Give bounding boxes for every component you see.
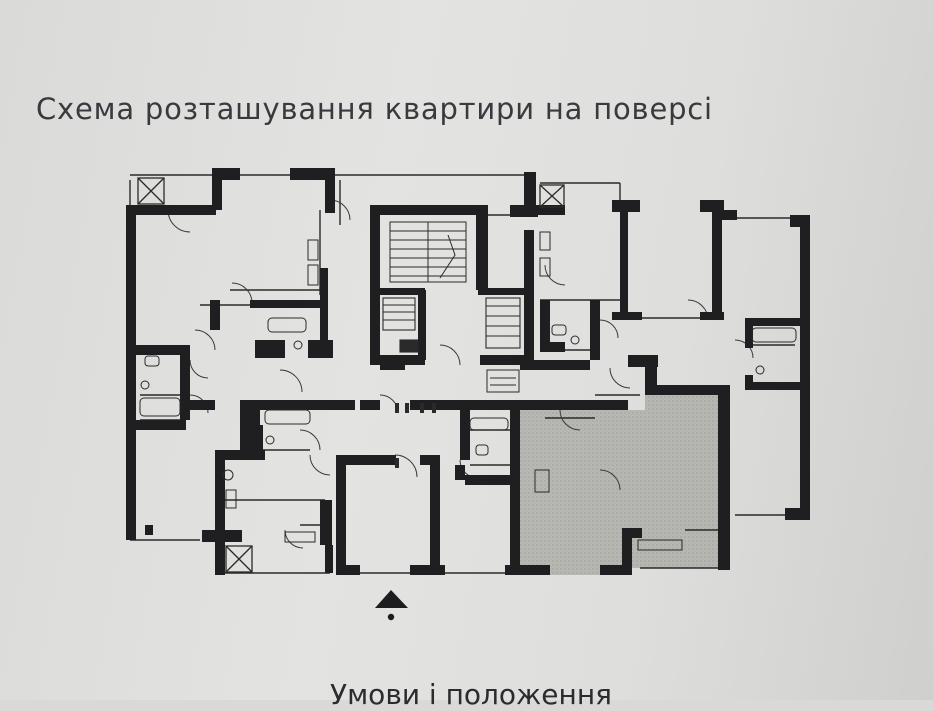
- load-bearing-walls: [126, 168, 810, 575]
- ventilation-shafts: [137, 177, 565, 573]
- arrow-up-entrance-icon: [375, 590, 408, 621]
- page-title: Схема розташування квартири на поверсі: [36, 92, 713, 126]
- bathroom-fixtures: [139, 231, 797, 551]
- door-swings: [167, 199, 754, 549]
- staircase: [389, 221, 467, 283]
- elevator-shafts: [382, 297, 521, 353]
- highlighted-apartment: [518, 390, 722, 575]
- footer-partial-text: Умови і положення: [330, 678, 612, 711]
- corridor-door-leaves: [395, 403, 436, 468]
